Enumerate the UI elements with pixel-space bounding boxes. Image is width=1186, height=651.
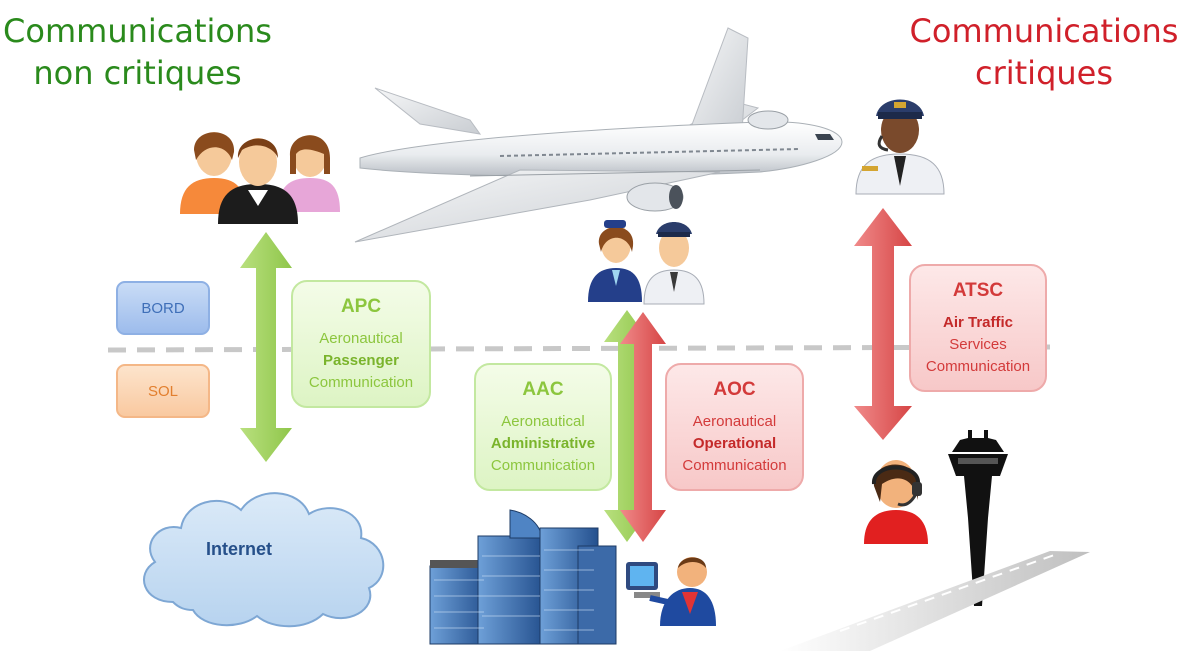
passengers-icon — [180, 132, 340, 224]
aoc-box: AOC Aeronautical Operational Communicati… — [665, 363, 804, 491]
ground-tag: SOL — [116, 364, 210, 418]
apc-box: APC Aeronautical Passenger Communication — [291, 280, 431, 408]
cabin-crew-icon — [588, 220, 705, 305]
internet-cloud-icon — [143, 492, 385, 628]
air-traffic-controller-icon — [864, 460, 928, 544]
aac-box: AAC Aeronautical Administrative Communic… — [474, 363, 612, 491]
onboard-tag: BORD — [116, 281, 210, 335]
internet-label: Internet — [206, 539, 273, 559]
office-building-icon — [429, 509, 617, 645]
heading-non-critical: Communications non critiques — [3, 12, 272, 92]
operator-computer-icon — [626, 557, 716, 626]
atsc-box: ATSC Air Traffic Services Communication — [909, 264, 1047, 392]
control-tower-icon — [948, 430, 1008, 606]
pilot-icon — [855, 99, 945, 195]
heading-critical: Communications critiques — [909, 12, 1179, 92]
